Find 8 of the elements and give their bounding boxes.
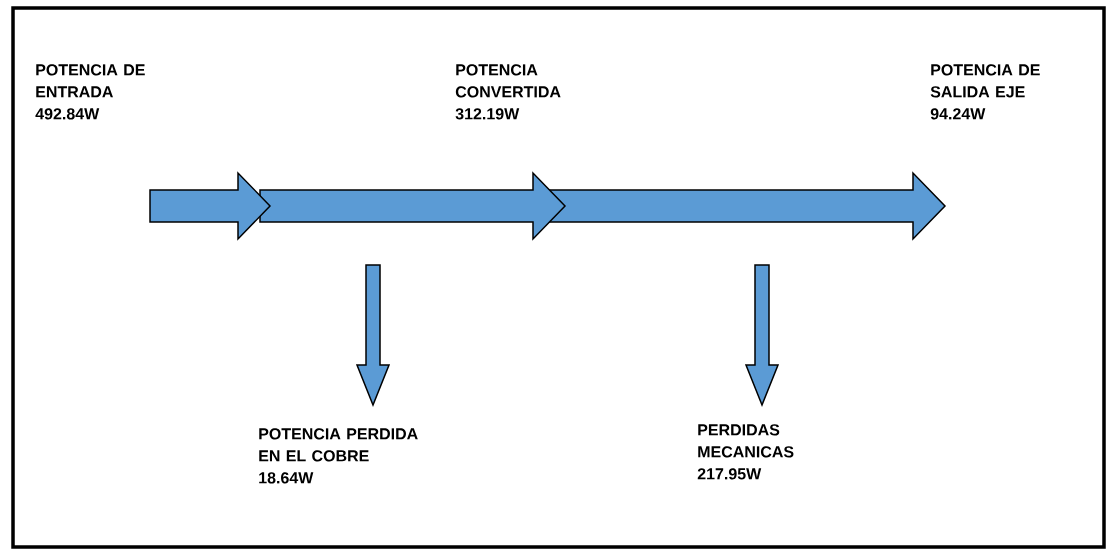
node-label: PERDIDAS MECANICAS 217.95W bbox=[697, 424, 794, 480]
node-label: POTENCIA DE SALIDA EJE 94.24W bbox=[930, 64, 1040, 120]
node-label: POTENCIA CONVERTIDA 312.19W bbox=[455, 64, 561, 120]
node-label: POTENCIA DE ENTRADA 492.84W bbox=[35, 64, 145, 120]
block-arrow bbox=[355, 264, 391, 407]
block-arrow bbox=[259, 171, 567, 241]
block-arrow bbox=[744, 264, 780, 407]
node-label: POTENCIA PERDIDA EN EL COBRE 18.64W bbox=[259, 428, 418, 484]
